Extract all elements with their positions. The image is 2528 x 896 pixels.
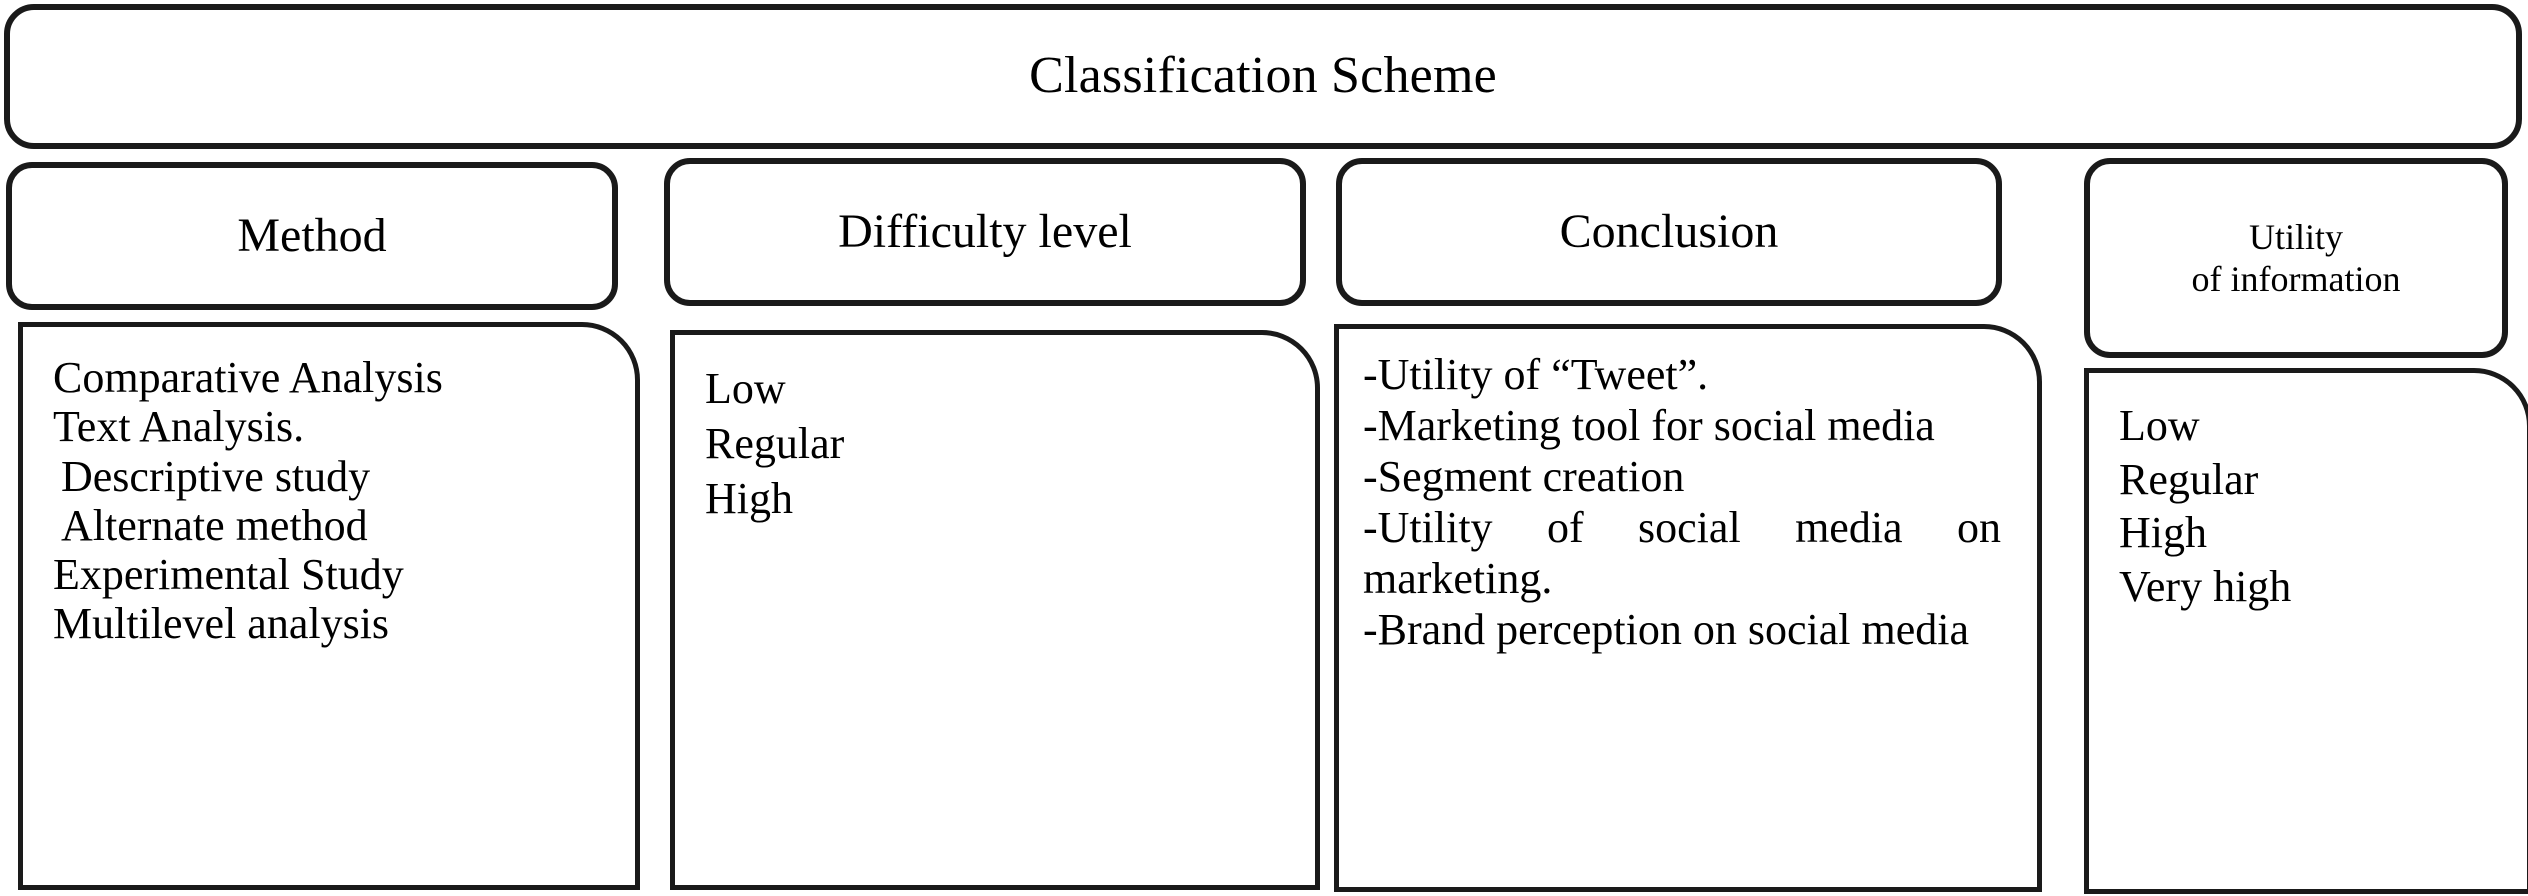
column-header-utility-line-1: Utility <box>2248 216 2343 257</box>
list-item: Low <box>705 364 786 413</box>
list-item: Alternate method <box>61 500 368 550</box>
list-item: Very high <box>2119 562 2292 612</box>
column-header-method-label: Method <box>237 209 387 263</box>
list-item: -Utility of “Tweet”. <box>1363 350 1709 399</box>
difficulty-item-list: Low Regular High <box>675 335 1315 526</box>
column-header-utility-line-2: of information <box>2191 259 2401 299</box>
list-item: Low <box>2119 401 2200 450</box>
content-panel-method: Comparative Analysis Text Analysis. Desc… <box>18 322 640 890</box>
method-item-list: Comparative Analysis Text Analysis. Desc… <box>23 327 635 649</box>
content-panel-conclusion: -Utility of “Tweet”. -Marketing tool for… <box>1334 324 2042 892</box>
utility-item-list: Low Regular High Very high <box>2089 373 2527 614</box>
list-item: High <box>705 474 793 523</box>
column-header-method: Method <box>6 162 618 310</box>
column-header-difficulty-label: Difficulty level <box>838 205 1132 259</box>
list-item: -Segment creation <box>1363 452 1685 502</box>
column-header-difficulty: Difficulty level <box>664 158 1306 306</box>
list-item: Text Analysis. <box>53 402 305 452</box>
list-item: Experimental Study <box>53 550 404 600</box>
title-box: Classification Scheme <box>4 4 2522 149</box>
content-panel-difficulty: Low Regular High <box>670 330 1320 890</box>
column-header-conclusion-label: Conclusion <box>1559 205 1779 259</box>
list-item: Regular <box>2119 454 2259 504</box>
list-item: -Utility of social media on marketing. <box>1363 503 2001 604</box>
column-header-conclusion: Conclusion <box>1336 158 2002 306</box>
list-item: Comparative Analysis <box>53 353 443 402</box>
column-header-utility-label: Utility of information <box>2192 216 2401 301</box>
column-header-utility: Utility of information <box>2084 158 2508 358</box>
list-item: Regular <box>705 419 845 468</box>
conclusion-item-list: -Utility of “Tweet”. -Marketing tool for… <box>1339 329 2037 655</box>
list-item: Descriptive study <box>61 451 371 501</box>
page-title: Classification Scheme <box>1029 47 1497 105</box>
list-item: -Brand perception on social media <box>1363 605 1970 655</box>
list-item: High <box>2119 508 2207 558</box>
content-panel-utility: Low Regular High Very high <box>2084 368 2528 894</box>
list-item: Multilevel analysis <box>53 599 390 649</box>
list-item: -Marketing tool for social media <box>1363 401 1935 451</box>
